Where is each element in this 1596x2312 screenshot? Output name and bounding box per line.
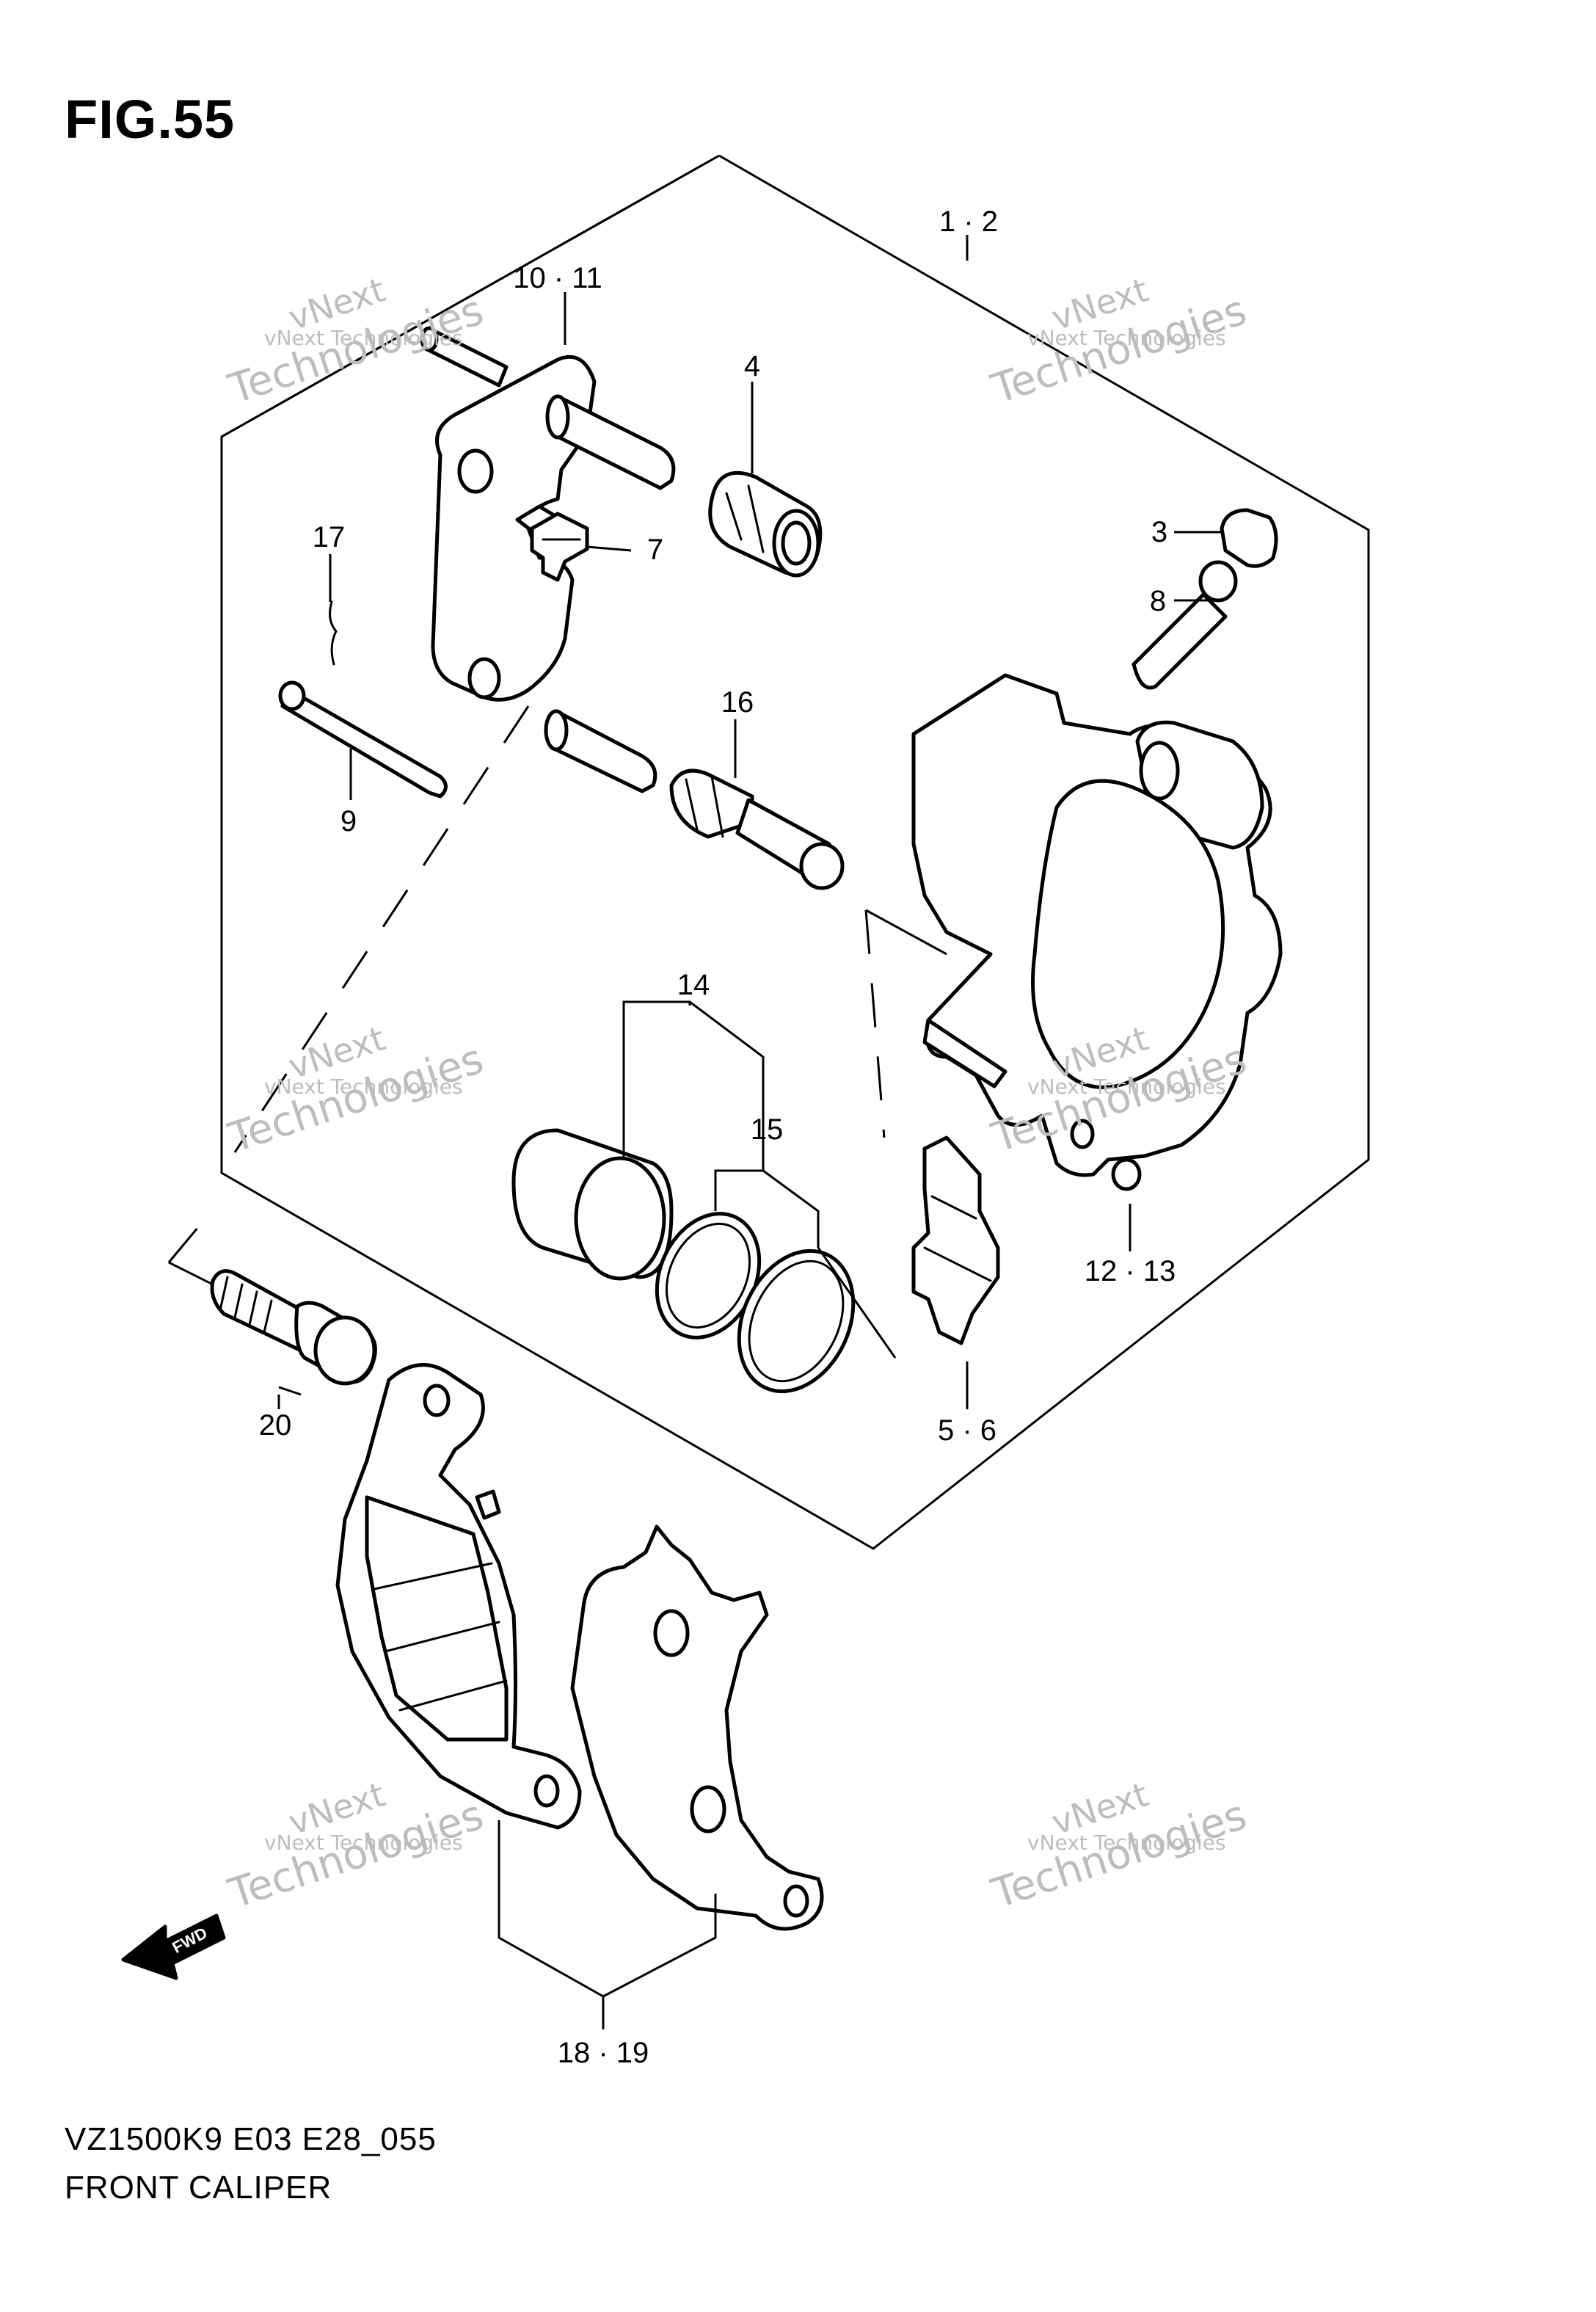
callout-18-19: 18 · 19	[558, 2037, 649, 2069]
dust-boot	[708, 470, 823, 578]
callout-16: 16	[721, 686, 754, 719]
callout-7: 7	[647, 534, 663, 566]
slide-pin	[669, 768, 845, 890]
brake-pad-inner	[570, 1524, 824, 1931]
bleeder-valve	[1132, 560, 1238, 690]
section-name: FRONT CALIPER	[65, 2170, 332, 2206]
svg-text:vNext Technologies: vNext Technologies	[264, 326, 463, 350]
assembly-outline-top-left	[221, 154, 720, 438]
dashed-connectors	[167, 705, 886, 1263]
svg-text:vNext Technologies: vNext Technologies	[1027, 1075, 1226, 1099]
callout-leaders	[277, 235, 1222, 2029]
callout-9: 9	[340, 805, 357, 837]
pad-spring-clip	[530, 512, 589, 582]
brake-pad-outer	[335, 1363, 582, 1830]
callout-10-11: 10 · 11	[513, 262, 602, 294]
model-code: VZ1500K9 E03 E28_055	[65, 2121, 437, 2157]
watermark-top-right: vNext Technologies vNext Technologies	[985, 270, 1252, 414]
callout-labels: 1 · 2 10 · 11 4 3 8 7 17 9 16 14 15 12 ·…	[259, 206, 1176, 2069]
callout-4: 4	[744, 350, 760, 382]
watermark-bottom-right: vNext Technologies vNext Technologies	[985, 1775, 1252, 1919]
pad-pin	[278, 680, 448, 799]
connector-line-pads	[865, 909, 947, 956]
callout-20: 20	[259, 1409, 292, 1442]
callout-5-6: 5 · 6	[938, 1414, 996, 1447]
watermark-top-left: vNext Technologies vNext Technologies	[222, 270, 489, 414]
callout-14: 14	[677, 969, 710, 1001]
bleeder-cap	[1220, 508, 1278, 568]
callout-3: 3	[1151, 516, 1167, 548]
callout-17: 17	[313, 521, 346, 553]
svg-text:vNext Technologies: vNext Technologies	[264, 1831, 463, 1855]
figure-title: FIG.55	[65, 89, 236, 150]
caliper-bracket	[420, 326, 676, 793]
r-clip-17	[329, 600, 338, 666]
callout-12-13: 12 · 13	[1085, 1255, 1176, 1287]
svg-text:vNext Technologies: vNext Technologies	[1027, 326, 1226, 350]
caliper-body	[911, 673, 1283, 1191]
callout-15: 15	[751, 1113, 784, 1146]
piston-seals	[655, 1212, 856, 1394]
svg-text:vNext Technologies: vNext Technologies	[264, 1075, 463, 1099]
fwd-arrow: FWD	[121, 1913, 226, 1980]
watermark-bottom-left: vNext Technologies vNext Technologies	[222, 1775, 489, 1919]
callout-8: 8	[1150, 585, 1166, 617]
pad-spring	[911, 1135, 1000, 1345]
callout-1-2: 1 · 2	[939, 206, 998, 238]
svg-text:vNext Technologies: vNext Technologies	[1027, 1831, 1226, 1855]
mounting-bolt	[210, 1269, 377, 1386]
watermark-mid-left: vNext Technologies vNext Technologies	[222, 1019, 489, 1163]
caliper-piston	[511, 1128, 674, 1281]
